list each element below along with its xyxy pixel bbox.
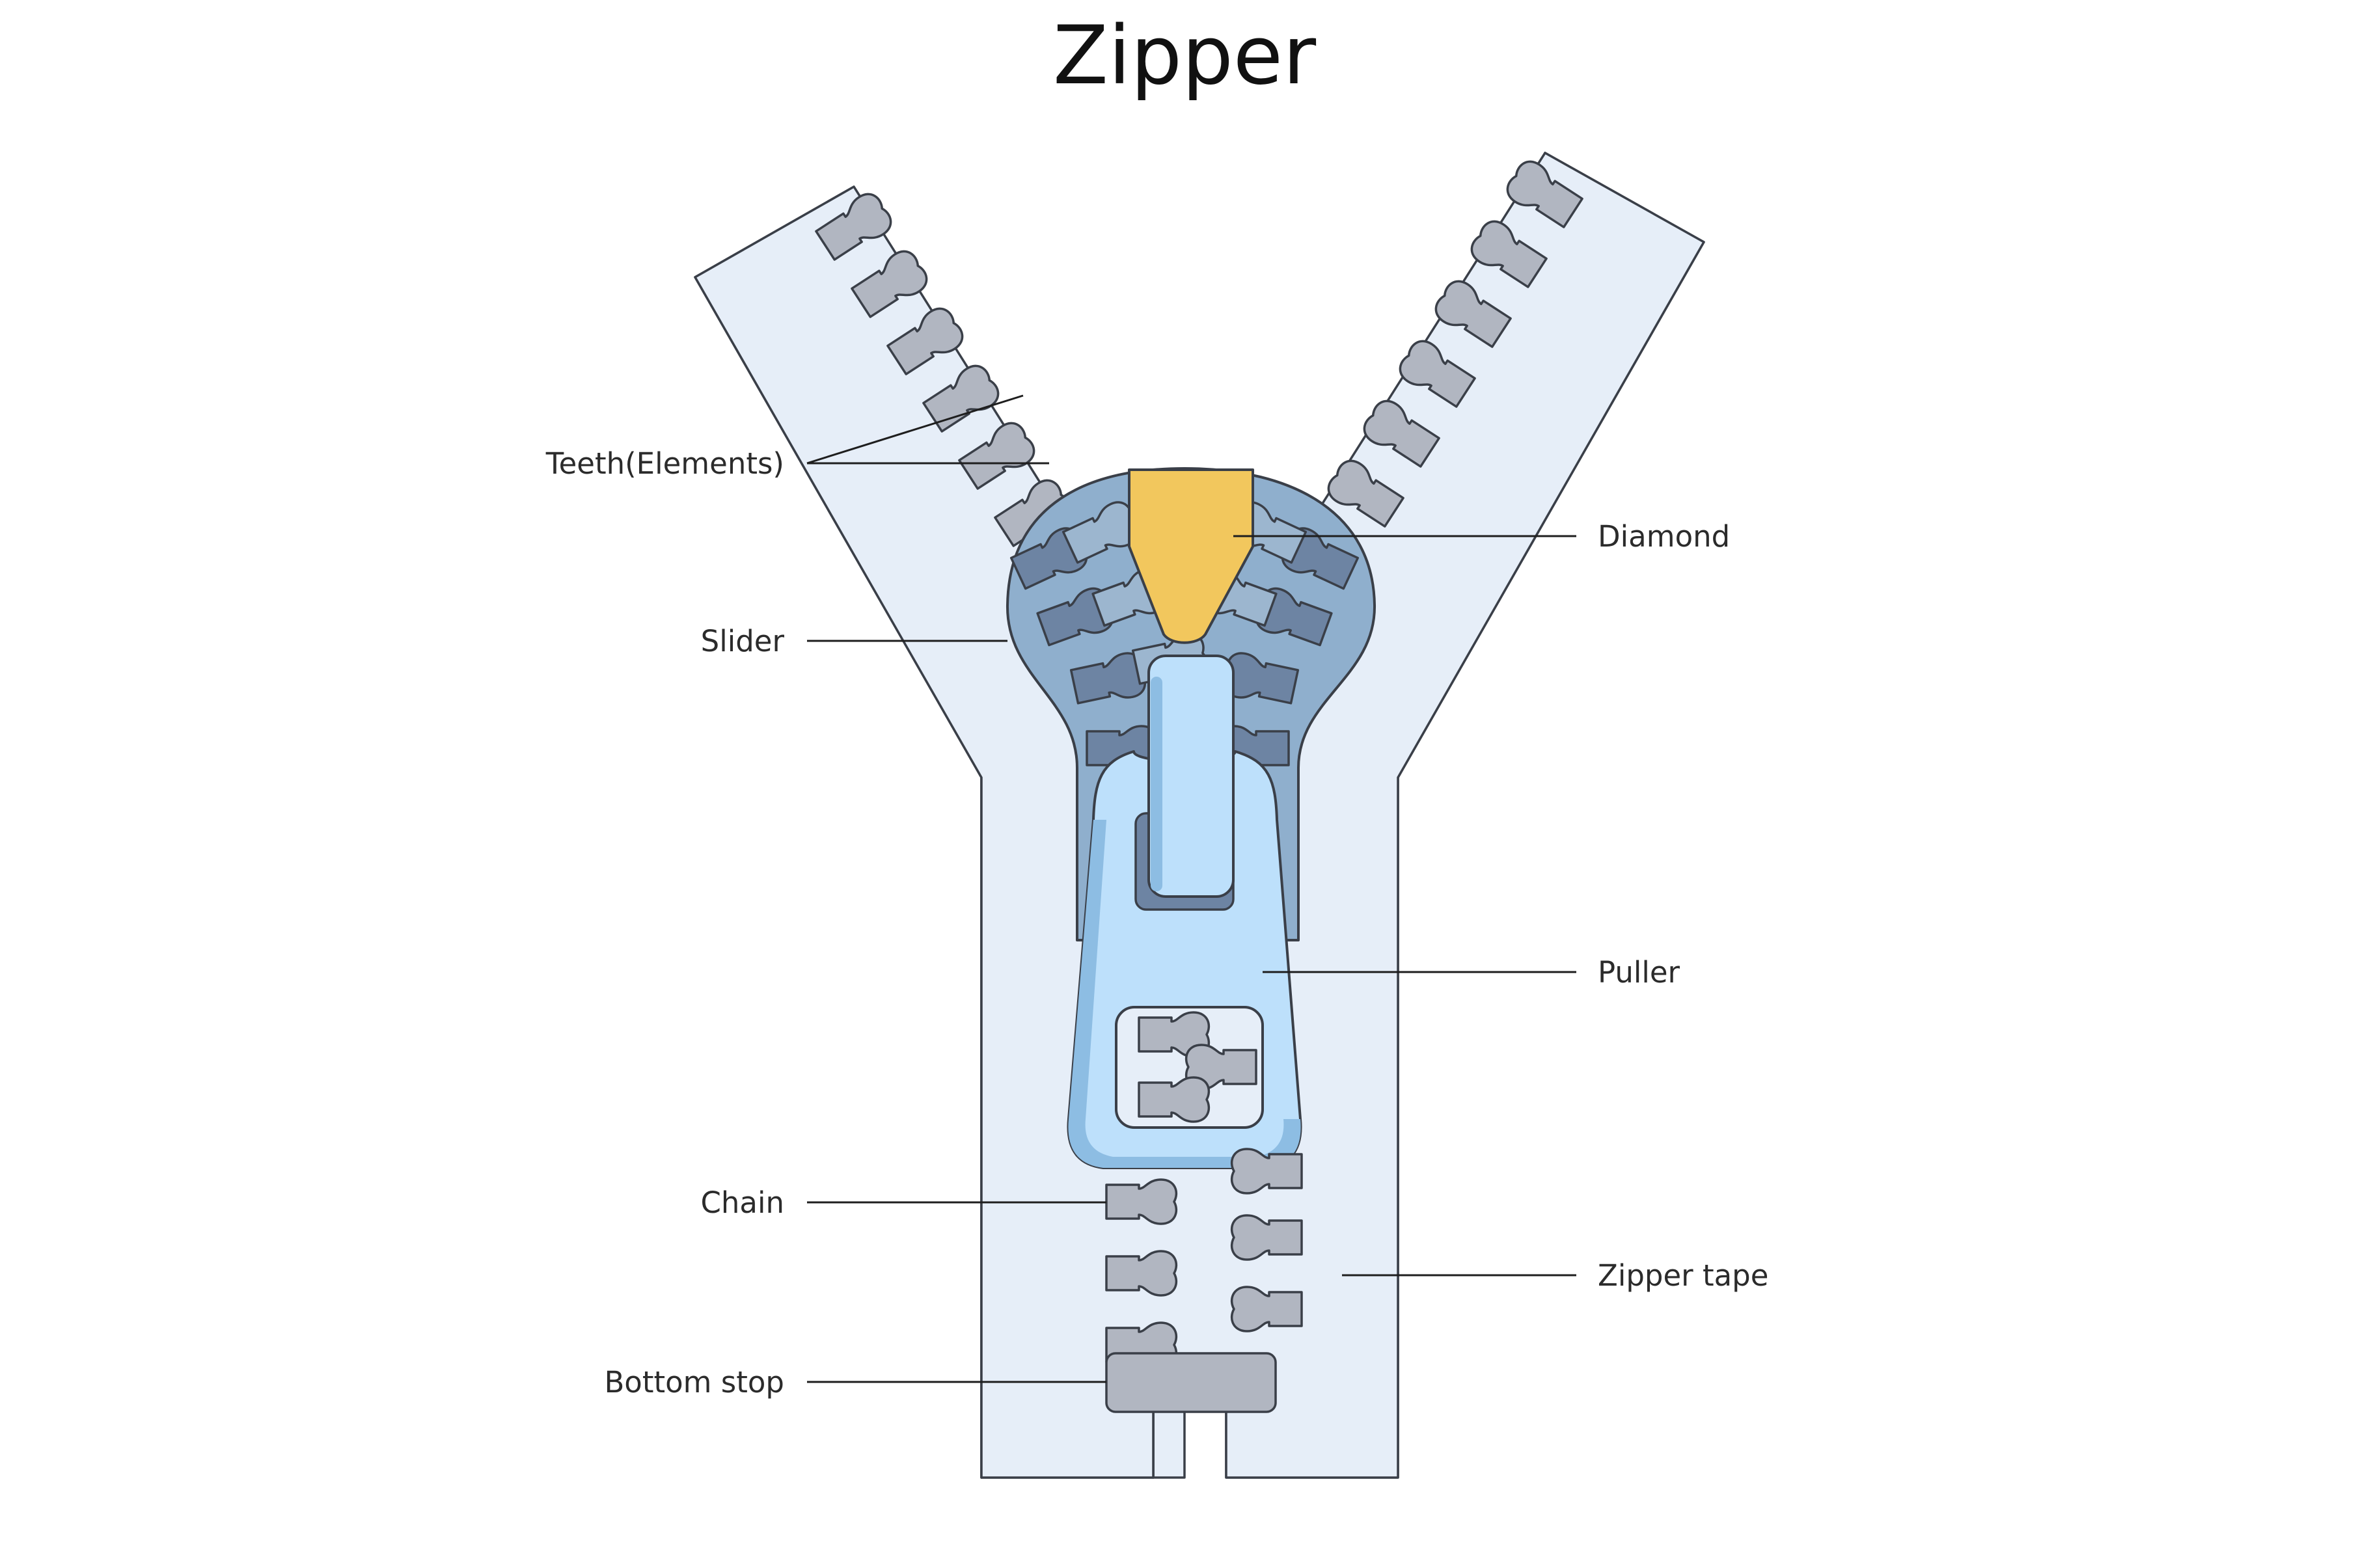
label-bottom-stop: Bottom stop xyxy=(604,1365,784,1399)
labels: Teeth(Elements) Diamond Slider Puller Ch… xyxy=(545,446,1769,1399)
leader-teeth-1 xyxy=(806,394,1024,465)
label-zipper-tape: Zipper tape xyxy=(1598,1258,1768,1293)
label-puller: Puller xyxy=(1598,955,1680,990)
diamond xyxy=(1128,468,1254,644)
label-teeth: Teeth(Elements) xyxy=(545,446,784,481)
puller-shade xyxy=(1068,820,1301,1168)
leader-lines xyxy=(806,394,1576,1383)
label-diamond: Diamond xyxy=(1598,519,1730,554)
bottom-stop xyxy=(1105,1352,1277,1413)
label-chain: Chain xyxy=(700,1185,784,1220)
puller xyxy=(1067,655,1302,1169)
puller-window-frame xyxy=(1115,1006,1264,1129)
puller-tab-shade xyxy=(1151,677,1162,891)
puller-tab xyxy=(1147,655,1235,898)
label-slider: Slider xyxy=(701,624,785,658)
diagram-title: Zipper xyxy=(1053,9,1316,103)
